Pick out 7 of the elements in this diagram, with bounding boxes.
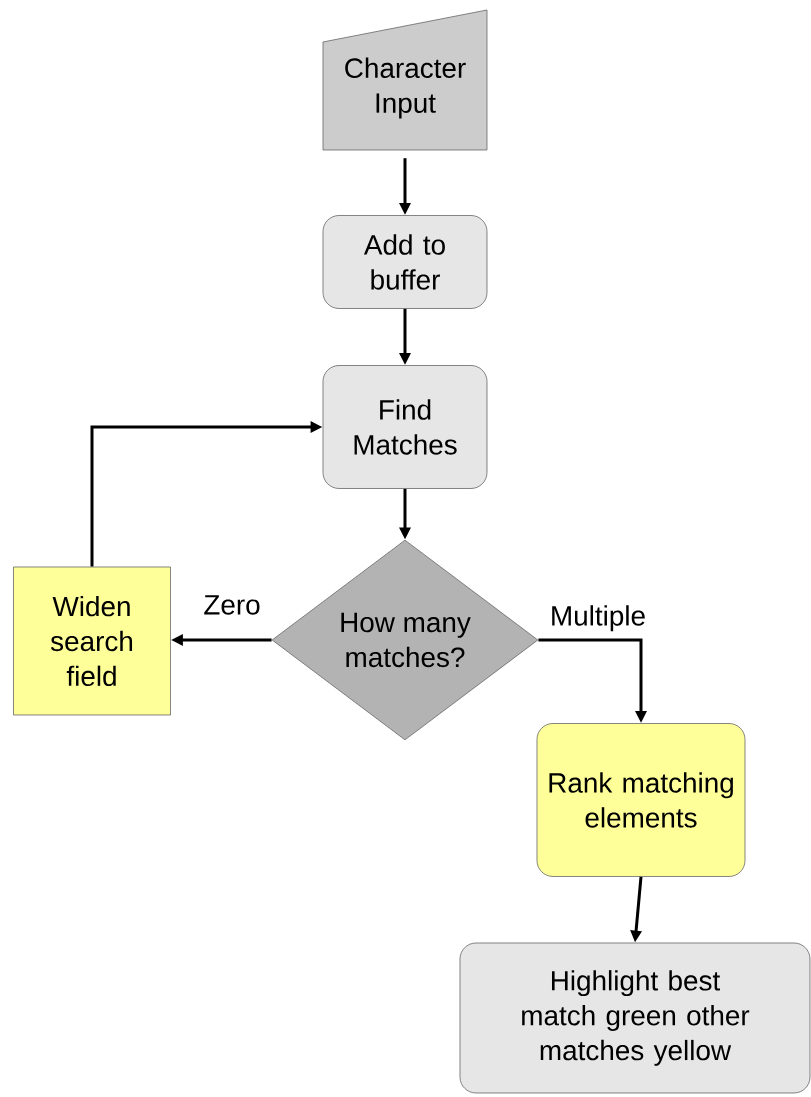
process-box: Find Matches: [322, 365, 488, 489]
process-box: Add to buffer: [322, 215, 488, 309]
terminal-box: Highlight best match green other matches yellow: [459, 942, 811, 1094]
edge-label: Multiple: [548, 604, 648, 633]
process-box: Widen search field: [13, 566, 171, 716]
process-box: Rank matching elements: [536, 723, 746, 877]
edge-label: Zero: [202, 594, 262, 616]
